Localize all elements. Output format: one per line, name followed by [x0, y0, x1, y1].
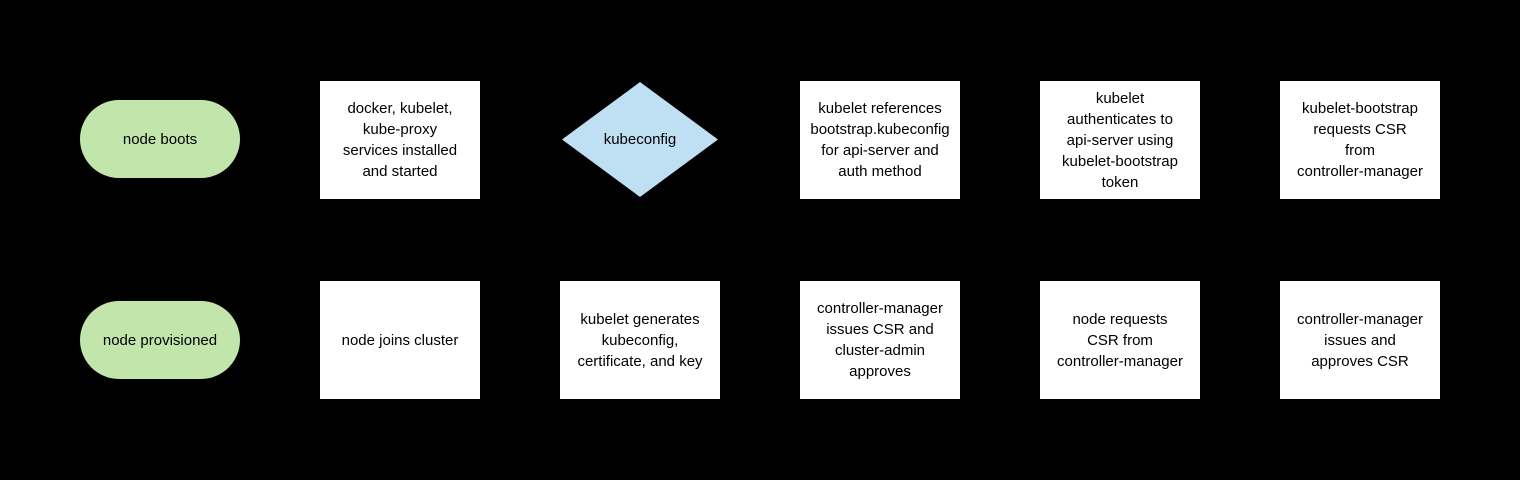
- process-node-requests-csr: node requests CSR from controller-manage…: [1040, 281, 1200, 399]
- decision-kubeconfig: kubeconfig: [562, 82, 718, 197]
- process-kubelet-references-bootstrap-kubeconfig: kubelet references bootstrap.kubeconfig …: [800, 81, 960, 199]
- node-label: kubeconfig: [603, 131, 677, 148]
- process-controller-manager-issues-and-approves-csr: controller-manager issues and approves C…: [1280, 281, 1440, 399]
- node-label: node requests CSR from controller-manage…: [1057, 310, 1183, 370]
- process-services-installed: docker, kubelet, kube-proxy services ins…: [320, 81, 480, 199]
- process-kubelet-bootstrap-requests-csr: kubelet-bootstrap requests CSR from cont…: [1280, 81, 1440, 199]
- node-label: kubelet-bootstrap requests CSR from cont…: [1297, 100, 1423, 180]
- node-label: kubelet authenticates to api-server usin…: [1062, 89, 1178, 191]
- node-label: node joins cluster: [341, 331, 459, 349]
- node-label: node boots: [122, 130, 198, 148]
- process-node-joins-cluster: node joins cluster: [320, 281, 480, 399]
- terminal-node-provisioned: node provisioned: [80, 301, 240, 379]
- terminal-node-boots: node boots: [80, 100, 240, 178]
- process-kubelet-generates-kubeconfig: kubelet generates kubeconfig, certificat…: [560, 281, 720, 399]
- node-label: controller-manager issues CSR and cluste…: [817, 300, 943, 380]
- node-label: kubelet generates kubeconfig, certificat…: [577, 310, 703, 370]
- process-controller-manager-issues-csr-cluster-admin-approves: controller-manager issues CSR and cluste…: [800, 281, 960, 399]
- node-label: node provisioned: [102, 331, 218, 349]
- node-label: docker, kubelet, kube-proxy services ins…: [342, 100, 458, 180]
- node-label: controller-manager issues and approves C…: [1297, 310, 1423, 370]
- node-label: kubelet references bootstrap.kubeconfig …: [810, 100, 950, 180]
- process-kubelet-authenticates-to-api-server: kubelet authenticates to api-server usin…: [1040, 81, 1200, 199]
